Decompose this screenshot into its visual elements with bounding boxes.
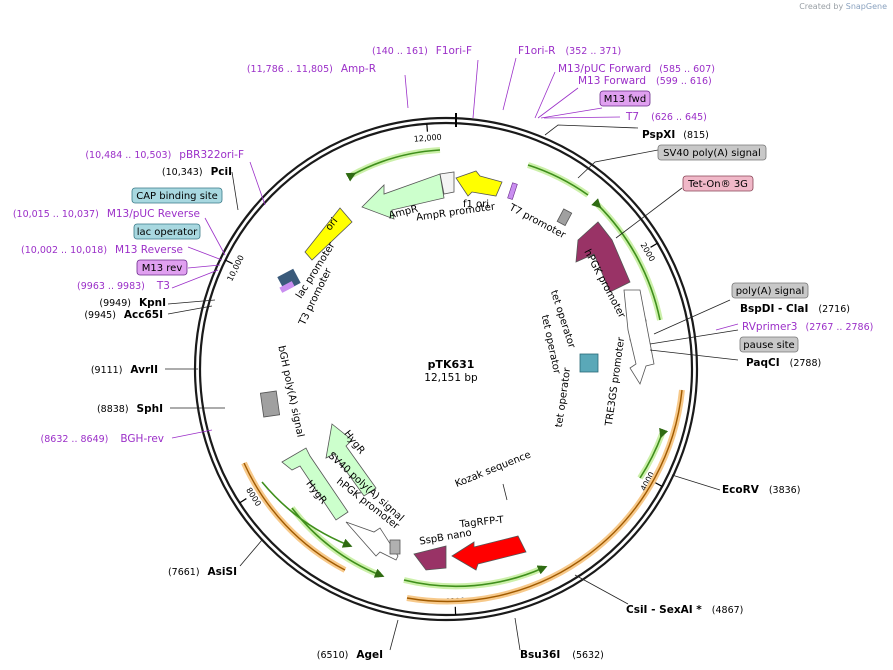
cap-binding-site-box xyxy=(131,187,223,204)
backbone-inner-circle xyxy=(198,121,694,617)
primer-t3: (9963 .. 9983)T3 xyxy=(77,280,170,292)
orf-arc-hygr xyxy=(261,481,353,548)
enzyme-labels: PspXI(815) BspDI - ClaI(2716) PaqCI(2788… xyxy=(84,129,850,661)
tick-mark-1 xyxy=(654,482,663,487)
t7-promoter-mark xyxy=(507,182,518,200)
orf-arc-top-right-bg xyxy=(527,162,590,198)
label-f1-ori: f1 ori xyxy=(463,199,489,210)
primer-bgh-rev: (8632 .. 8649)BGH-rev xyxy=(41,433,164,445)
tick-label-4: 10,000 xyxy=(225,254,245,283)
site-avrii: (9111)AvrII xyxy=(91,364,158,376)
plasmid-length: 12,151 bp xyxy=(424,372,478,384)
orf-arc-orange-long-bg xyxy=(406,389,685,605)
feature-arrows xyxy=(259,170,655,571)
primer-f1ori-r: F1ori-R(352 .. 371) xyxy=(518,45,621,57)
orf-arc-top-right xyxy=(527,164,589,196)
site-paqci: PaqCI(2788) xyxy=(746,357,821,369)
m13-fwd-label: M13 fwd xyxy=(604,94,646,105)
sv40-polya-signal-label: SV40 poly(A) signal xyxy=(663,148,761,159)
lac-promoter-marks xyxy=(277,268,301,292)
primer-f1ori-f: (140 .. 161)F1ori-F xyxy=(372,45,472,57)
label-bgh-polya: bGH poly(A) signal xyxy=(275,345,305,439)
tick-mark-5 xyxy=(426,123,429,132)
ampr-promoter-arrow xyxy=(439,171,455,195)
cap-binding-site-label: CAP binding site xyxy=(136,191,218,202)
label-tre3gs-promoter: TRE3GS promoter xyxy=(604,336,628,428)
primer-t7: T7(626 .. 645) xyxy=(625,111,707,123)
tet-on-label: Tet-On® 3G xyxy=(687,179,748,190)
site-acc65i: (9945)Acc65I xyxy=(84,309,163,321)
site-ecorv: EcoRV(3836) xyxy=(722,484,800,496)
site-bsu36i: Bsu36I(5632) xyxy=(520,649,604,661)
primer-site-lines xyxy=(171,57,739,439)
ori-arrow xyxy=(304,207,353,261)
plasmid-name: pTK631 xyxy=(428,358,475,371)
tet-on-box xyxy=(682,175,754,192)
orf-arcs xyxy=(241,147,685,605)
snapgene-credit: Created by SnapGene xyxy=(799,2,887,11)
orf-arc-orange-long xyxy=(406,389,683,603)
label-tet-operator-3: tet operator xyxy=(554,366,573,428)
pause-site-label: pause site xyxy=(743,340,794,351)
lac-operator-label: lac operator xyxy=(137,227,198,238)
orf-arc-right-short xyxy=(639,427,669,479)
m13-rev-box xyxy=(136,259,188,276)
orf-arc-orange-left-bg xyxy=(241,461,347,573)
orf-arc-bottom xyxy=(403,565,548,588)
site-csii-sexai: CsiI - SexAI *(4867) xyxy=(626,604,743,616)
orf-arc-ampr-bg xyxy=(350,147,441,178)
sspb-nano-arrow xyxy=(413,545,447,571)
hygr-arrow-2 xyxy=(281,447,349,521)
primer-m13-reverse: (10,002 .. 10,018)M13 Reverse xyxy=(21,244,183,256)
m13-rev-label: M13 rev xyxy=(142,263,183,274)
site-bspdi-clai: BspDI - ClaI(2716) xyxy=(740,303,850,315)
primer-labels: (140 .. 161)F1ori-F (11,786 .. 11,805)Am… xyxy=(13,45,874,445)
polya-signal-box xyxy=(731,282,809,299)
label-boxes: M13 fwd SV40 poly(A) signal Tet-On® 3G p… xyxy=(131,90,809,353)
site-pspxi: PspXI(815) xyxy=(642,129,709,141)
hpgk-promoter-2-arrow xyxy=(345,521,399,561)
pause-site-box xyxy=(739,336,799,353)
site-asisi: (7661)AsiSI xyxy=(168,566,237,578)
primer-rvprimer3: RVprimer3(2767 .. 2786) xyxy=(742,321,873,333)
kozak-leader xyxy=(502,483,508,501)
snapgene-logo: SnapGene xyxy=(845,2,887,11)
primer-m13-puc-forward: M13/pUC Forward(585 .. 607) xyxy=(558,63,715,75)
tet-operator-box xyxy=(579,353,599,373)
tick-mark-4 xyxy=(225,259,233,265)
orf-arc-ampr xyxy=(345,149,441,182)
hygr-arrow-1 xyxy=(325,423,377,497)
f1-ori-arrow xyxy=(455,170,503,197)
lac-operator-box xyxy=(133,223,201,240)
bgh-polya-box xyxy=(259,390,281,418)
m13-fwd-box xyxy=(599,90,651,107)
tre3gs-promoter-arrow xyxy=(623,289,655,385)
tick-mark-0 xyxy=(650,242,658,248)
primer-pbr322ori-f: (10,484 .. 10,503)pBR322ori-F xyxy=(85,149,244,161)
hpgk-promoter-arrow xyxy=(575,221,631,293)
orf-arc-orange-left xyxy=(243,462,346,571)
primer-m13-forward: M13 Forward(599 .. 616) xyxy=(578,75,712,87)
enzyme-site-lines xyxy=(165,124,739,651)
primer-amp-r: (11,786 .. 11,805)Amp-R xyxy=(247,63,376,75)
tagrfp-arrow xyxy=(451,535,527,571)
tick-mark-3 xyxy=(239,498,247,504)
site-kpni: (9949)KpnI xyxy=(99,297,166,309)
label-kozak: Kozak sequence xyxy=(454,449,533,489)
credit-prefix: Created by xyxy=(799,2,844,11)
tick-label-5: 12,000 xyxy=(413,133,442,144)
site-pcii: (10,343)PciI xyxy=(162,166,232,178)
misc-grey-box-bottom xyxy=(389,539,401,555)
t3-promoter-mark xyxy=(279,281,295,293)
site-agei: (6510)AgeI xyxy=(317,649,383,661)
sv40-polya-box xyxy=(556,208,573,227)
label-tagrfp: TagRFP-T xyxy=(458,515,505,531)
site-sphi: (8838)SphI xyxy=(97,403,163,415)
sv40-polya-signal-box xyxy=(657,144,767,161)
primer-m13-puc-reverse: (10,015 .. 10,037)M13/pUC Reverse xyxy=(13,208,200,220)
polya-signal-label: poly(A) signal xyxy=(736,286,805,297)
orf-arc-right xyxy=(591,198,661,321)
label-sspb: SspB nano xyxy=(419,528,473,548)
